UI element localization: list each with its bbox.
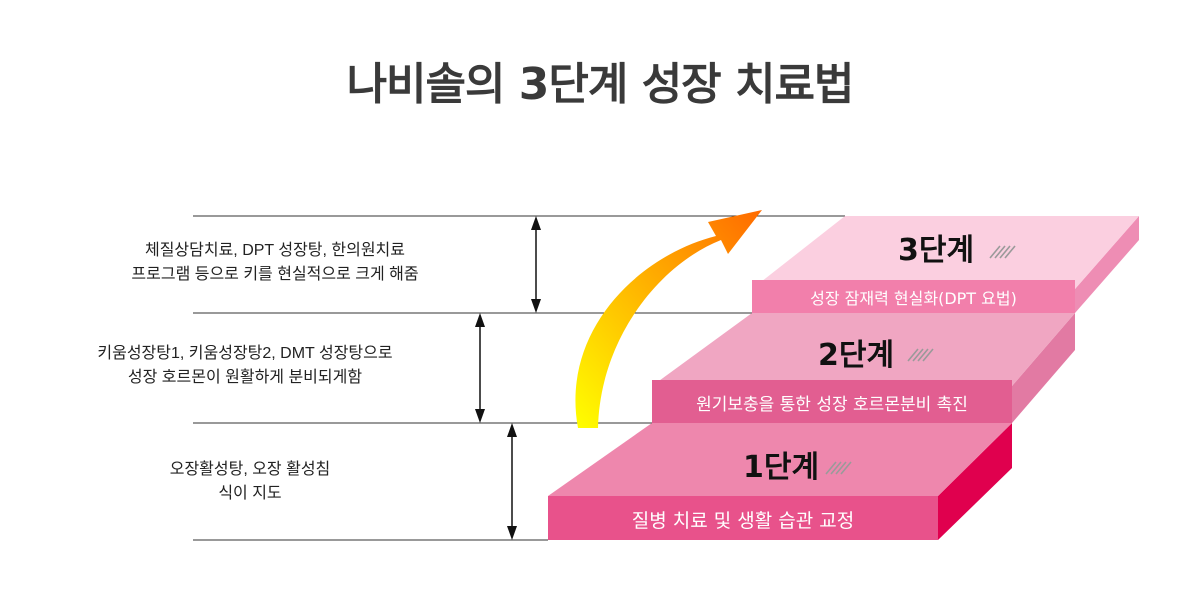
stage2-stripe-mark <box>907 348 934 362</box>
stage2-title: 2단계 <box>818 338 895 373</box>
stage2-block <box>652 313 1075 423</box>
stage3-description-line1: 체질상담치료, DPT 성장탕, 한의원치료 <box>144 242 406 259</box>
stage3-top-face <box>752 216 1139 289</box>
stage3-side-face <box>1075 216 1139 313</box>
stage1-block <box>548 423 1012 540</box>
stage1-description-line1: 오장활성탕, 오장 활성침 <box>169 461 331 478</box>
stage2-top-face <box>652 313 1075 386</box>
stage1-side-face <box>938 423 1012 540</box>
stage1-stripe-mark <box>825 461 852 475</box>
stage3-description: 체질상담치료, DPT 성장탕, 한의원치료 프로그램 등으로 키를 현실적으로… <box>60 239 490 287</box>
stage2-label: 원기보충을 통한 성장 호르몬분비 촉진 <box>696 395 968 415</box>
stage2-description-line1: 키움성장탕1, 키움성장탕2, DMT 성장탕으로 <box>97 345 393 362</box>
stage1-description: 오장활성탕, 오장 활성침 식이 지도 <box>150 458 350 506</box>
range-arrow-stage2 <box>475 313 485 423</box>
stage3-description-line2: 프로그램 등으로 키를 현실적으로 크게 해줌 <box>131 266 419 283</box>
stage2-description: 키움성장탕1, 키움성장탕2, DMT 성장탕으로 성장 호르몬이 원활하게 분… <box>35 342 455 390</box>
stage1-title: 1단계 <box>743 450 820 485</box>
stage1-top-face <box>548 423 1012 496</box>
stage1-label-band <box>548 496 938 540</box>
stage3-block <box>752 216 1139 313</box>
stage2-side-face <box>1012 313 1075 423</box>
growth-arrow-icon <box>575 210 762 428</box>
stage2-label-band <box>652 380 1012 423</box>
page-title: 나비솔의 3단계 성장 치료법 <box>346 59 855 110</box>
stage3-title: 3단계 <box>898 233 975 268</box>
range-arrow-stage1 <box>507 423 517 540</box>
stage1-description-line2: 식이 지도 <box>218 485 282 502</box>
range-arrow-stage3 <box>531 216 541 313</box>
stage1-label: 질병 치료 및 생활 습관 교정 <box>631 510 855 532</box>
stage3-label: 성장 잠재력 현실화(DPT 요법) <box>810 289 1017 308</box>
stage3-label-band <box>752 280 1075 313</box>
stage3-stripe-mark <box>989 245 1016 259</box>
stage2-description-line2: 성장 호르몬이 원활하게 분비되게함 <box>127 369 363 386</box>
